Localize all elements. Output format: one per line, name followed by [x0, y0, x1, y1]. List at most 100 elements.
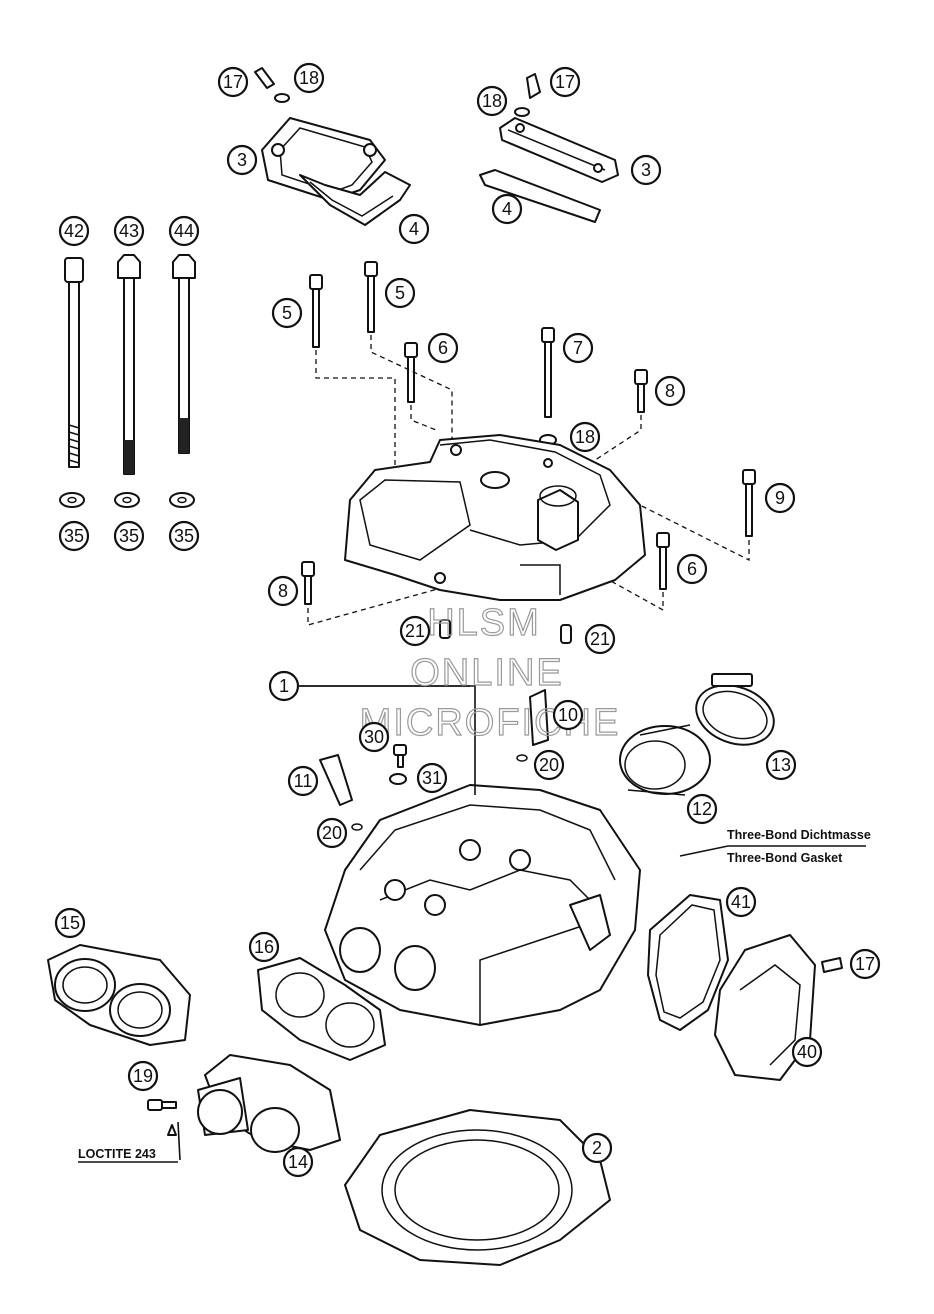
callout: 13 [765, 749, 797, 781]
callout: 16 [248, 931, 280, 963]
callout-6: 6 [438, 338, 448, 358]
callout-9: 9 [775, 488, 785, 508]
callout-12: 12 [692, 799, 712, 819]
callout-44: 44 [174, 221, 194, 241]
callout-2: 2 [592, 1138, 602, 1158]
watermark-line-1: HLSM [427, 602, 541, 644]
callout: 9 [764, 482, 796, 514]
callout-14: 14 [288, 1152, 308, 1172]
callout: 15 [54, 907, 86, 939]
callout-18: 18 [575, 427, 595, 447]
callout: 4 [491, 193, 523, 225]
valve-cover-left [261, 117, 411, 226]
callout: 18 [293, 62, 325, 94]
callout-11: 11 [294, 771, 313, 791]
callout-30: 30 [364, 727, 384, 747]
callout: 35 [58, 520, 90, 552]
callout-8: 8 [665, 381, 675, 401]
callout: 5 [384, 277, 416, 309]
camshaft-bolts [301, 261, 756, 605]
callout: 4 [398, 213, 430, 245]
callout: 5 [271, 297, 303, 329]
callout: 7 [562, 332, 594, 364]
callout: 3 [630, 154, 662, 186]
exhaust-stud-19 [147, 1099, 177, 1136]
callout: 21 [399, 615, 431, 647]
cover-screws-top [254, 67, 541, 117]
callout-21: 21 [405, 621, 425, 641]
callout-43: 43 [119, 221, 139, 241]
callout-1: 1 [279, 676, 289, 696]
callout-35: 35 [64, 526, 84, 546]
callout: 12 [686, 793, 718, 825]
callout: 35 [168, 520, 200, 552]
intake-flange [619, 673, 775, 796]
callout-3: 3 [641, 160, 651, 180]
callout-15: 15 [60, 913, 80, 933]
callout: 11 [287, 765, 319, 797]
gasket-sealant-note: Three-Bond Dichtmasse [727, 828, 871, 842]
callout: 8 [654, 375, 686, 407]
callout: 17 [849, 948, 881, 980]
callout: 21 [584, 623, 616, 655]
exhaust-gasket-16 [257, 957, 386, 1061]
side-gasket-and-cover [647, 894, 843, 1081]
callout-4: 4 [502, 199, 512, 219]
valve-small-parts [319, 689, 549, 831]
leader-lines [78, 685, 866, 1163]
callout-13: 13 [771, 755, 791, 775]
callout: 6 [427, 332, 459, 364]
callout-17: 17 [555, 72, 575, 92]
callout-5: 5 [395, 283, 405, 303]
callout-21: 21 [590, 629, 610, 649]
camshaft-carrier [344, 434, 646, 601]
valve-cover-right [479, 117, 619, 223]
callout-5: 5 [282, 303, 292, 323]
callout-10: 10 [558, 705, 578, 725]
callout: 30 [358, 721, 390, 753]
callout: 42 [58, 215, 90, 247]
callout: 2 [581, 1132, 613, 1164]
callout: 31 [416, 762, 448, 794]
callout: 17 [549, 66, 581, 98]
callout-4: 4 [409, 219, 419, 239]
callout-42: 42 [64, 221, 84, 241]
callout: 44 [168, 215, 200, 247]
loctite-note: LOCTITE 243 [78, 1147, 156, 1161]
callout-18: 18 [482, 91, 502, 111]
head-bolts [59, 254, 196, 508]
callout: 35 [113, 520, 145, 552]
callout-17: 17 [223, 72, 243, 92]
callout: 3 [226, 144, 258, 176]
callout: 8 [267, 575, 299, 607]
callout-20: 20 [539, 755, 559, 775]
callout: 18 [476, 85, 508, 117]
callout-7: 7 [573, 338, 583, 358]
callout-31: 31 [422, 768, 442, 788]
callout-17: 17 [855, 954, 875, 974]
exhaust-flange-14 [197, 1054, 341, 1153]
callout: 20 [533, 749, 565, 781]
cylinder-head [324, 784, 641, 1026]
callout-18: 18 [299, 68, 319, 88]
watermark-line-2: ONLINE [410, 652, 563, 694]
callout: 6 [676, 553, 708, 585]
exhaust-flange-15 [47, 944, 191, 1046]
callout: 1 [268, 670, 300, 702]
callout-16: 16 [254, 937, 274, 957]
callout: 20 [316, 817, 348, 849]
callout-40: 40 [797, 1042, 817, 1062]
callout-35: 35 [174, 526, 194, 546]
callout: 10 [552, 699, 584, 731]
callout-41: 41 [731, 892, 751, 912]
callout-20: 20 [322, 823, 342, 843]
callout-35: 35 [119, 526, 139, 546]
head-gasket [344, 1109, 611, 1266]
callout-8: 8 [278, 581, 288, 601]
callout: 43 [113, 215, 145, 247]
callout-3: 3 [237, 150, 247, 170]
callout: 17 [217, 66, 249, 98]
callout: 14 [282, 1146, 314, 1178]
